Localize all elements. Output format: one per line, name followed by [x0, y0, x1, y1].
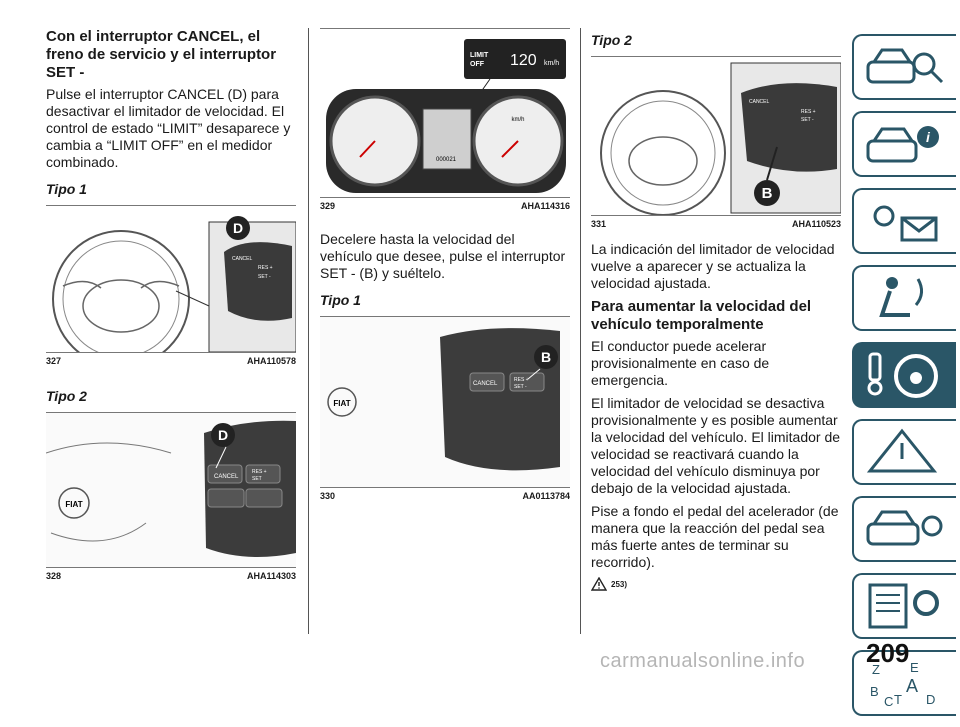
- steering-switch-illustration: FIAT CANCEL RES + SET - B: [320, 317, 570, 487]
- figure-caption: 331 AHA110523: [591, 219, 841, 229]
- svg-text:LIMIT: LIMIT: [470, 52, 489, 59]
- callout-d: D: [218, 427, 228, 443]
- cancel-label: CANCEL: [473, 381, 498, 387]
- callout-d: D: [233, 220, 243, 236]
- figure-code: AHA114303: [246, 571, 296, 581]
- figure-331: CANCEL RES + SET - B: [591, 56, 841, 216]
- subheading-tipo2: Tipo 2: [591, 32, 632, 48]
- watermark: carmanualsonline.info: [600, 650, 806, 672]
- svg-text:C: C: [884, 694, 893, 708]
- column-middle: LIMIT OFF 120 km/h 000021 km/h 329 AHA11…: [320, 28, 570, 501]
- warning-reference: 253): [591, 577, 841, 591]
- figure-number: 327: [46, 356, 62, 366]
- callout-b: B: [541, 349, 551, 365]
- figure-code: AHA110523: [791, 219, 841, 229]
- tab-key-steering[interactable]: [852, 342, 956, 408]
- car-service-icon: [866, 510, 943, 546]
- tab-car-service[interactable]: [852, 496, 956, 562]
- emergency-road-icon: [866, 428, 938, 473]
- paragraph-decelerate: Decelere hasta la velocidad del vehículo…: [320, 231, 566, 281]
- key-steering-icon: [867, 352, 938, 398]
- set-label: SET -: [258, 274, 271, 280]
- svg-text:FIAT: FIAT: [65, 500, 82, 509]
- speedometer-unit: km/h: [511, 117, 524, 123]
- paragraph-indicator: La indicación del limitador de velocidad…: [591, 241, 835, 291]
- odometer: 000021: [436, 157, 457, 163]
- figure-caption: 330 AA0113784: [320, 491, 570, 501]
- res-label: RES +: [252, 469, 267, 475]
- tab-car-search[interactable]: [852, 34, 956, 100]
- page-number: 209: [866, 638, 910, 668]
- speed-unit: km/h: [544, 60, 559, 67]
- airbag-seat-icon: [879, 277, 923, 317]
- figure-330: FIAT CANCEL RES + SET - B: [320, 316, 570, 488]
- subheading-tipo1: Tipo 1: [320, 292, 361, 308]
- speed-limit-value: 120: [510, 52, 537, 69]
- tab-emergency-road[interactable]: [852, 419, 956, 485]
- steering-wheel-illustration: D CANCEL RES + SET -: [52, 216, 296, 352]
- callout-b: B: [762, 185, 773, 202]
- svg-text:T: T: [894, 692, 902, 707]
- figure-327: D CANCEL RES + SET -: [46, 205, 296, 353]
- tab-technical-data[interactable]: [852, 573, 956, 639]
- figure-code: AHA114316: [520, 201, 570, 211]
- warning-lights-icon: [873, 205, 938, 242]
- svg-text:Z: Z: [872, 662, 880, 677]
- paragraph-emergency: El conductor puede acelerar provisionalm…: [591, 338, 770, 388]
- tab-warning-lights[interactable]: [852, 188, 956, 254]
- car-search-icon: [866, 48, 944, 84]
- set-label: SET -: [801, 117, 814, 123]
- res-label: RES +: [258, 265, 273, 271]
- set-label: SET -: [514, 384, 527, 390]
- figure-number: 330: [320, 491, 336, 501]
- paragraph-deactivate: El limitador de velocidad se desactiva p…: [591, 395, 841, 496]
- res-label: RES +: [801, 109, 816, 115]
- svg-text:A: A: [906, 676, 918, 696]
- column-left: Con el interruptor CANCEL, el freno de s…: [46, 28, 296, 581]
- figure-number: 329: [320, 201, 336, 211]
- chapter-tabs: i Z E B A C T D: [852, 34, 956, 727]
- svg-text:E: E: [910, 660, 919, 675]
- section-heading-cancel: Con el interruptor CANCEL, el freno de s…: [46, 28, 277, 81]
- section-heading-increase: Para aumentar la velocidad del vehículo …: [591, 298, 812, 333]
- column-divider: [580, 28, 581, 634]
- cancel-label: CANCEL: [214, 474, 239, 480]
- warning-ref-number[interactable]: 253): [611, 579, 628, 589]
- paragraph-accelerator: Pise a fondo el pedal del acelerador (de…: [591, 503, 839, 570]
- car-info-icon: i: [866, 126, 939, 163]
- figure-number: 328: [46, 571, 62, 581]
- cancel-label: CANCEL: [749, 99, 770, 105]
- svg-text:i: i: [926, 129, 931, 145]
- subheading-tipo2: Tipo 2: [46, 388, 87, 404]
- set-label: SET: [252, 476, 262, 482]
- figure-328: FIAT CANCEL RES + SET D: [46, 412, 296, 568]
- figure-number: 331: [591, 219, 607, 229]
- figure-code: AHA110578: [246, 356, 296, 366]
- steering-wheel-illustration: CANCEL RES + SET - B: [600, 62, 841, 215]
- svg-text:OFF: OFF: [470, 61, 485, 68]
- figure-caption: 327 AHA110578: [46, 356, 296, 366]
- svg-text:D: D: [926, 692, 935, 707]
- paragraph-cancel: Pulse el interruptor CANCEL (D) para des…: [46, 86, 291, 170]
- tab-car-info[interactable]: i: [852, 111, 956, 177]
- figure-caption: 329 AHA114316: [320, 201, 570, 211]
- column-right: Tipo 2 CANCEL RES + SET - B 331 AHA11052…: [591, 28, 841, 591]
- subheading-tipo1: Tipo 1: [46, 181, 87, 197]
- res-label: RES +: [514, 377, 529, 383]
- technical-data-icon: [868, 583, 939, 629]
- column-divider: [308, 28, 309, 634]
- figure-329: LIMIT OFF 120 km/h 000021 km/h: [320, 28, 570, 198]
- steering-switch-illustration: FIAT CANCEL RES + SET D: [46, 413, 296, 567]
- instrument-cluster-illustration: LIMIT OFF 120 km/h 000021 km/h: [326, 39, 566, 193]
- figure-code: AA0113784: [522, 491, 570, 501]
- cancel-label: CANCEL: [232, 256, 253, 262]
- fiat-logo: FIAT: [333, 399, 350, 408]
- figure-caption: 328 AHA114303: [46, 571, 296, 581]
- warning-triangle-icon: [591, 577, 607, 591]
- tab-airbag-seat[interactable]: [852, 265, 956, 331]
- svg-text:B: B: [870, 684, 879, 699]
